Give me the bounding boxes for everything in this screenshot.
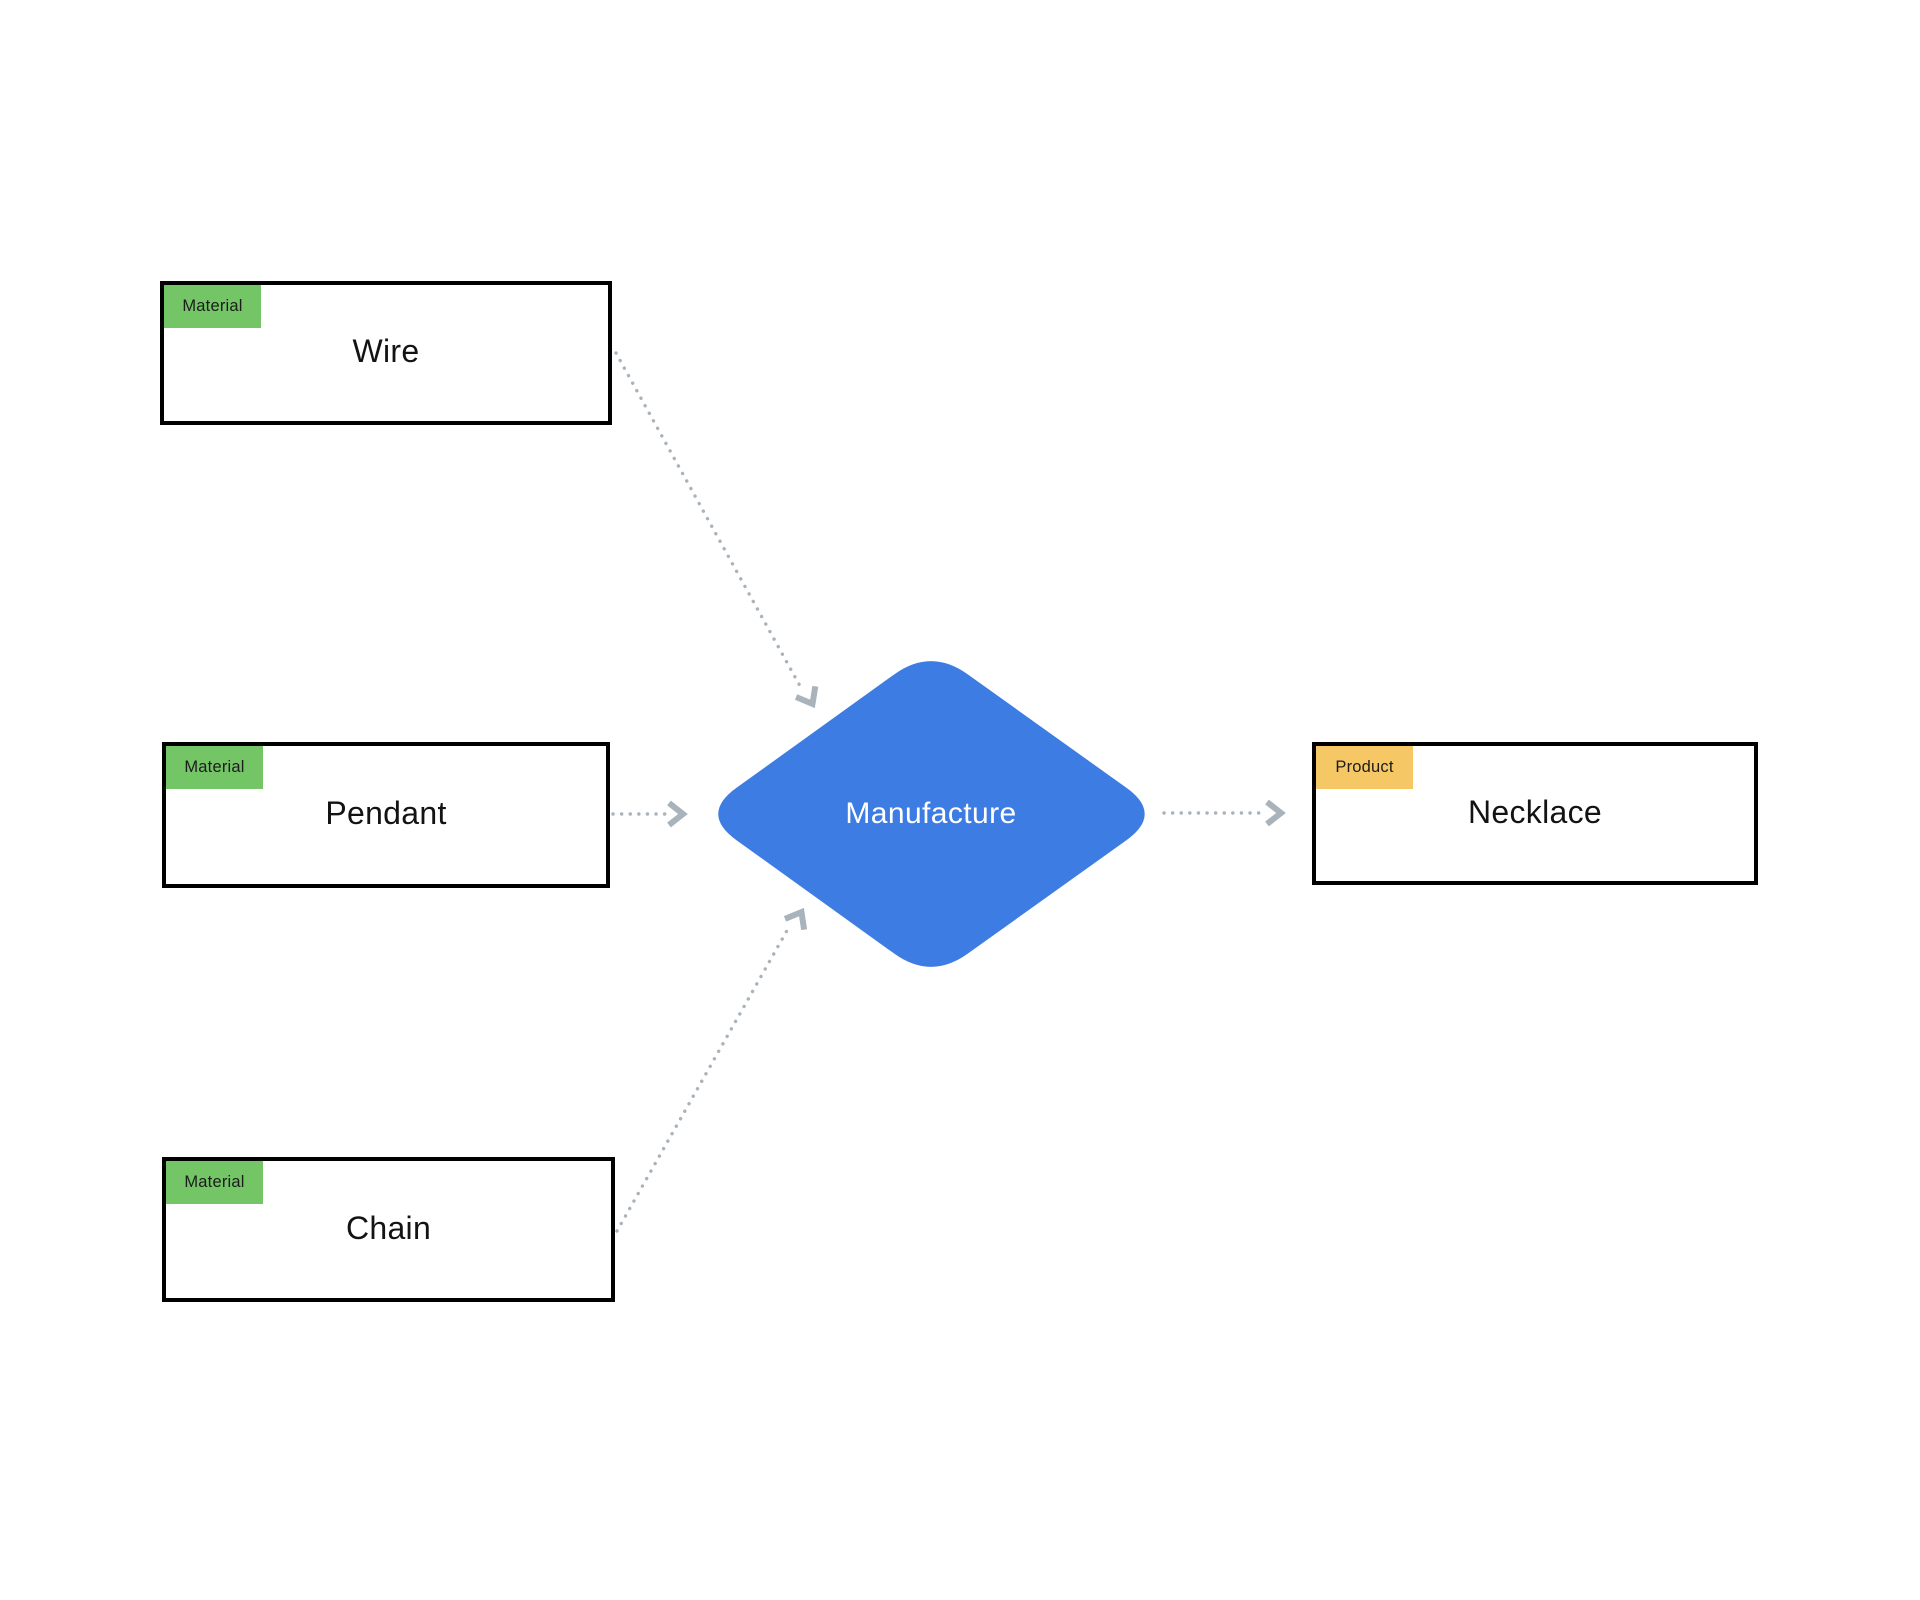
- edge-chain-to-manufacture[interactable]: [615, 925, 791, 1233]
- manufacture-diamond-shape[interactable]: [718, 661, 1145, 967]
- node-chain[interactable]: Material Chain: [162, 1157, 615, 1302]
- material-badge: Material: [166, 746, 263, 789]
- arrowhead-manufacture-to-necklace-icon: [1265, 799, 1286, 827]
- arrowhead-pendant-to-manufacture-icon: [667, 800, 688, 828]
- node-necklace-label: Necklace: [1467, 793, 1602, 830]
- material-badge: Material: [166, 1161, 263, 1204]
- node-necklace[interactable]: Product Necklace: [1312, 742, 1758, 885]
- node-pendant[interactable]: Material Pendant: [162, 742, 610, 888]
- product-badge: Product: [1316, 746, 1413, 789]
- material-badge: Material: [164, 285, 261, 328]
- edge-wire-to-manufacture[interactable]: [614, 351, 802, 688]
- node-wire[interactable]: Material Wire: [160, 281, 612, 425]
- node-wire-label: Wire: [352, 333, 420, 369]
- node-manufacture-label: Manufacture: [845, 797, 1017, 830]
- node-chain-label: Chain: [345, 1209, 432, 1246]
- node-pendant-label: Pendant: [325, 795, 447, 831]
- arrowhead-chain-to-manufacture-icon: [783, 907, 808, 931]
- arrowhead-wire-to-manufacture-icon: [794, 685, 819, 709]
